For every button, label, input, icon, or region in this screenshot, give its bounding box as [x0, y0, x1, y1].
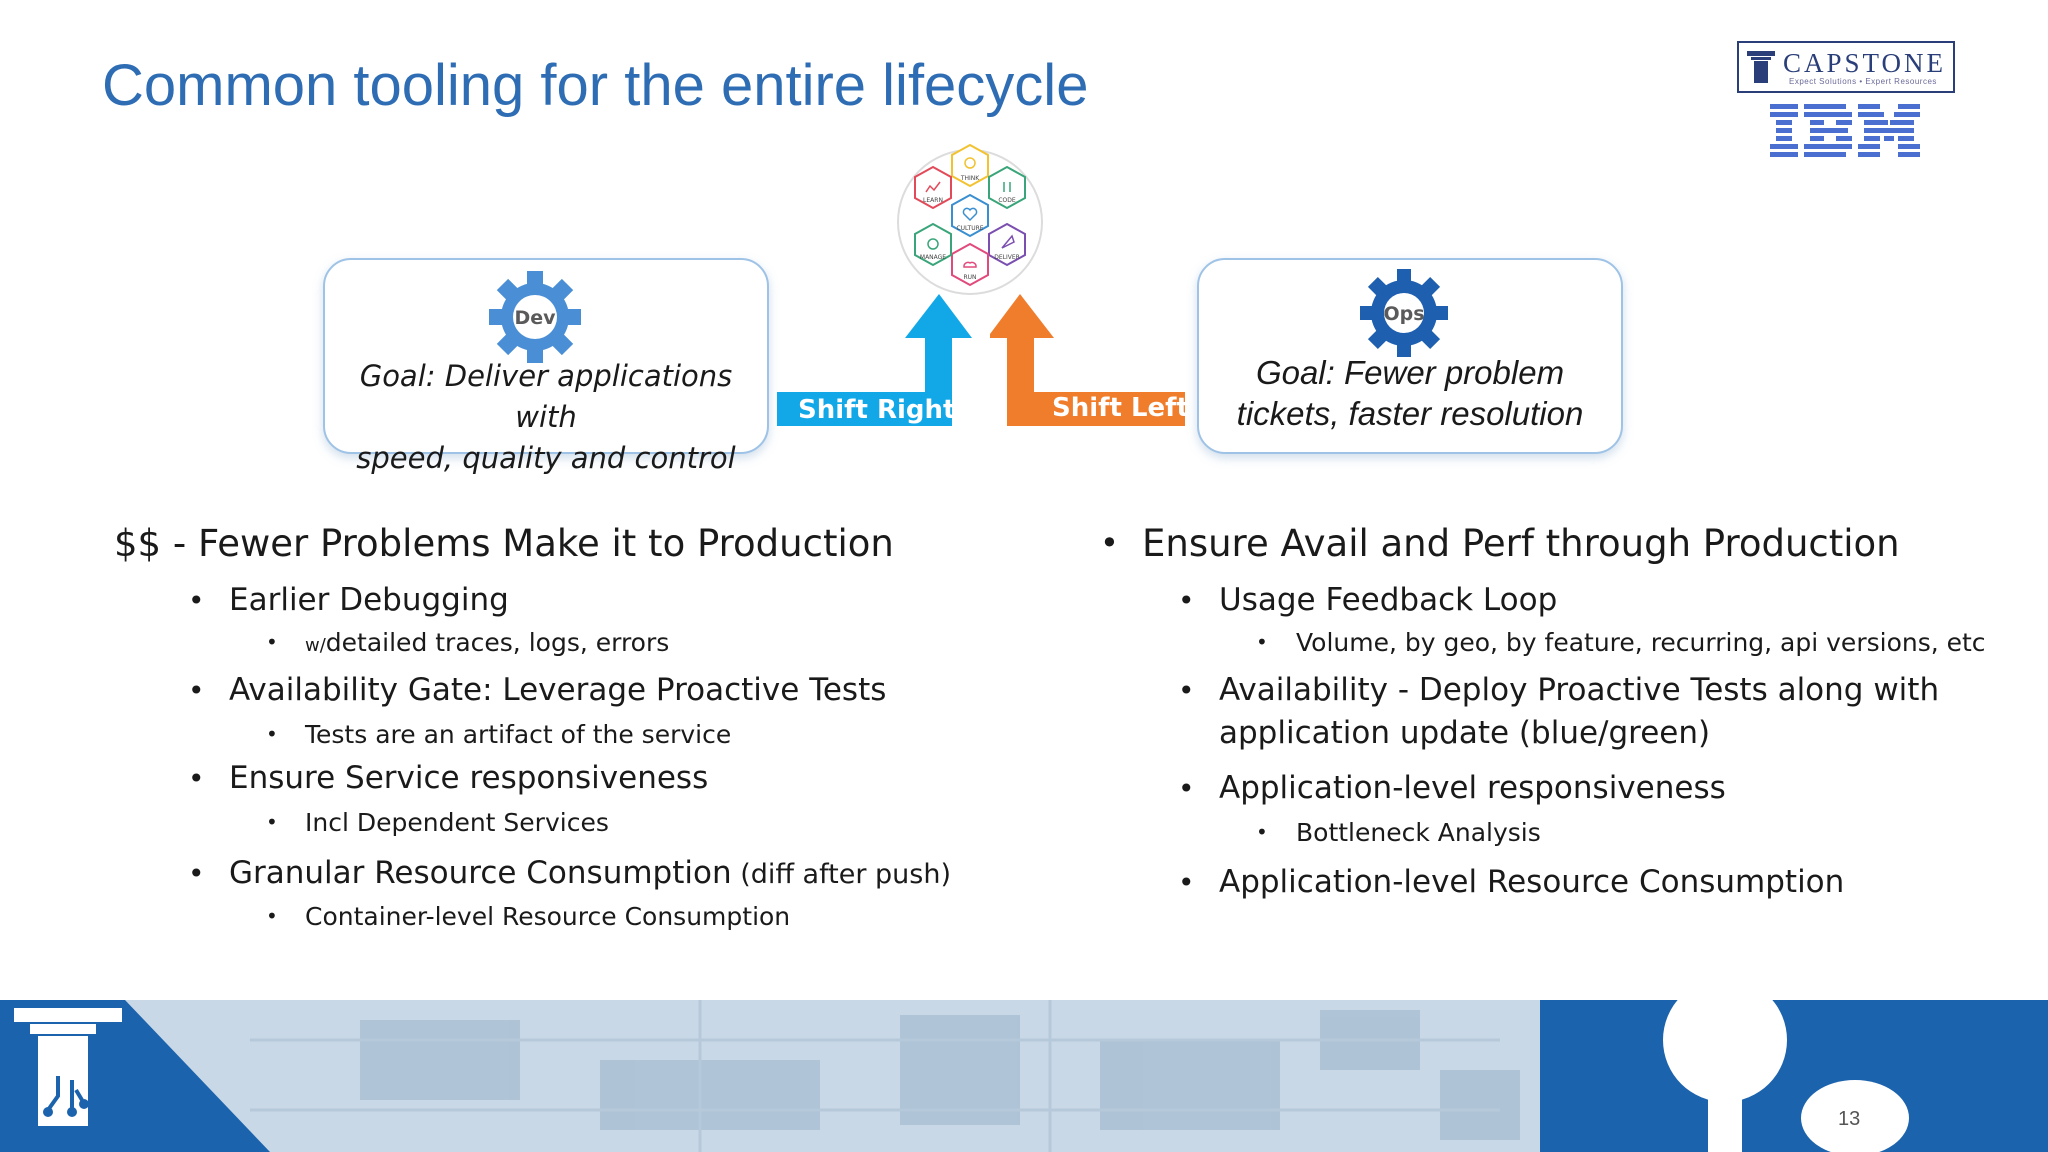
- bullet: •: [1178, 674, 1195, 707]
- dev-goal-line2: speed, quality and control: [356, 441, 736, 475]
- footer-banner: [0, 1000, 2048, 1152]
- dev-goal-card: Dev Goal: Deliver applications with spee…: [323, 258, 769, 475]
- left-heading: $$ - Fewer Problems Make it to Productio…: [114, 522, 894, 565]
- left-item-3-sub: Incl Dependent Services: [305, 808, 609, 837]
- right-item-4: Application-level Resource Consumption: [1219, 864, 1845, 900]
- wheel-label-manage: MANAGE: [920, 254, 946, 261]
- dev-goal-text: Goal: Deliver applications with speed, q…: [325, 356, 767, 479]
- bullet: •: [1256, 630, 1268, 654]
- right-item-3-sub: Bottleneck Analysis: [1296, 818, 1541, 847]
- page-number: 13: [1838, 1108, 1861, 1130]
- ops-goal-text: Goal: Fewer problem tickets, faster reso…: [1199, 352, 1621, 434]
- right-heading: Ensure Avail and Perf through Production: [1142, 522, 1900, 565]
- lightbulb-icon: [964, 157, 976, 169]
- left-item-4-sub: Container-level Resource Consumption: [305, 902, 791, 931]
- left-item-1-sub-text: detailed traces, logs, errors: [325, 628, 670, 657]
- chart-icon: [925, 181, 941, 193]
- wheel-label-learn: LEARN: [923, 197, 943, 204]
- bullet: •: [266, 904, 278, 928]
- shift-left-label: Shift Left: [1052, 393, 1189, 423]
- left-item-4-text: Granular Resource Consumption: [229, 855, 732, 891]
- cloud-icon: [963, 261, 977, 268]
- bullet: •: [188, 762, 205, 795]
- dev-goal-line1: Goal: Deliver applications with: [359, 359, 733, 434]
- shift-right-label: Shift Right: [798, 395, 956, 425]
- bullet: •: [188, 674, 205, 707]
- ibm-logo: [1770, 104, 1920, 157]
- capstone-tagline: Expect Solutions • Expert Resources: [1789, 77, 1937, 86]
- ops-goal-line1: Goal: Fewer problem: [1255, 354, 1565, 391]
- wheel-label-culture: CULTURE: [956, 225, 983, 232]
- shift-right-arrow: [777, 294, 972, 426]
- code-icon: [1003, 182, 1011, 192]
- right-item-2-line1: Availability - Deploy Proactive Tests al…: [1219, 672, 1940, 708]
- dev-gear-label: Dev: [514, 307, 556, 329]
- bullet: •: [1178, 772, 1195, 805]
- wheel-label-code: CODE: [998, 197, 1016, 204]
- gear-icon: [927, 238, 939, 250]
- left-item-1: Earlier Debugging: [229, 582, 509, 618]
- left-item-1-sub: w/detailed traces, logs, errors: [305, 628, 669, 657]
- right-item-3: Application-level responsiveness: [1219, 770, 1726, 806]
- ops-gear-label: Ops: [1383, 303, 1424, 325]
- dev-gear-icon: Dev: [489, 271, 581, 363]
- wheel-label-think: THINK: [960, 175, 980, 182]
- bullet: •: [266, 722, 278, 746]
- ops-goal-line2: tickets, faster resolution: [1236, 395, 1584, 432]
- left-item-4: Granular Resource Consumption (diff afte…: [229, 855, 951, 891]
- bullet: •: [1256, 820, 1268, 844]
- left-item-1-sub-prefix: w/: [305, 635, 326, 656]
- bullet: •: [1178, 866, 1195, 899]
- right-item-1-sub: Volume, by geo, by feature, recurring, a…: [1296, 628, 1986, 657]
- wheel-label-run: RUN: [963, 274, 976, 281]
- bullet: •: [266, 630, 278, 654]
- left-item-2-sub: Tests are an artifact of the service: [305, 720, 732, 749]
- left-item-3: Ensure Service responsiveness: [229, 760, 709, 796]
- left-item-4-note: (diff after push): [731, 859, 951, 890]
- heart-icon: [962, 207, 978, 222]
- capstone-name: CAPSTONE: [1783, 48, 1947, 78]
- bullet: •: [1178, 584, 1195, 617]
- slide-title: Common tooling for the entire lifecycle: [102, 53, 1089, 118]
- right-item-1: Usage Feedback Loop: [1219, 582, 1558, 618]
- shift-left-arrow: [990, 294, 1185, 426]
- bullet: •: [188, 584, 205, 617]
- right-item-2-line2: application update (blue/green): [1219, 715, 1711, 751]
- ops-gear-icon: Ops: [1360, 269, 1448, 357]
- left-item-2: Availability Gate: Leverage Proactive Te…: [229, 672, 887, 708]
- wheel-label-deliver: DELIVER: [994, 254, 1020, 261]
- bullet: •: [266, 810, 278, 834]
- rocket-icon: [1001, 234, 1015, 249]
- column-logo-icon: [1747, 51, 1775, 83]
- devops-wheel-diagram: THINK CODE DELIVER RUN MANAGE LEARN CULT…: [897, 143, 1043, 295]
- ops-goal-card: Ops Goal: Fewer problem tickets, faster …: [1197, 258, 1623, 454]
- bullet: •: [188, 857, 205, 890]
- capstone-logo: CAPSTONE Expect Solutions • Expert Resou…: [1737, 41, 1955, 93]
- bullet: •: [1100, 524, 1119, 562]
